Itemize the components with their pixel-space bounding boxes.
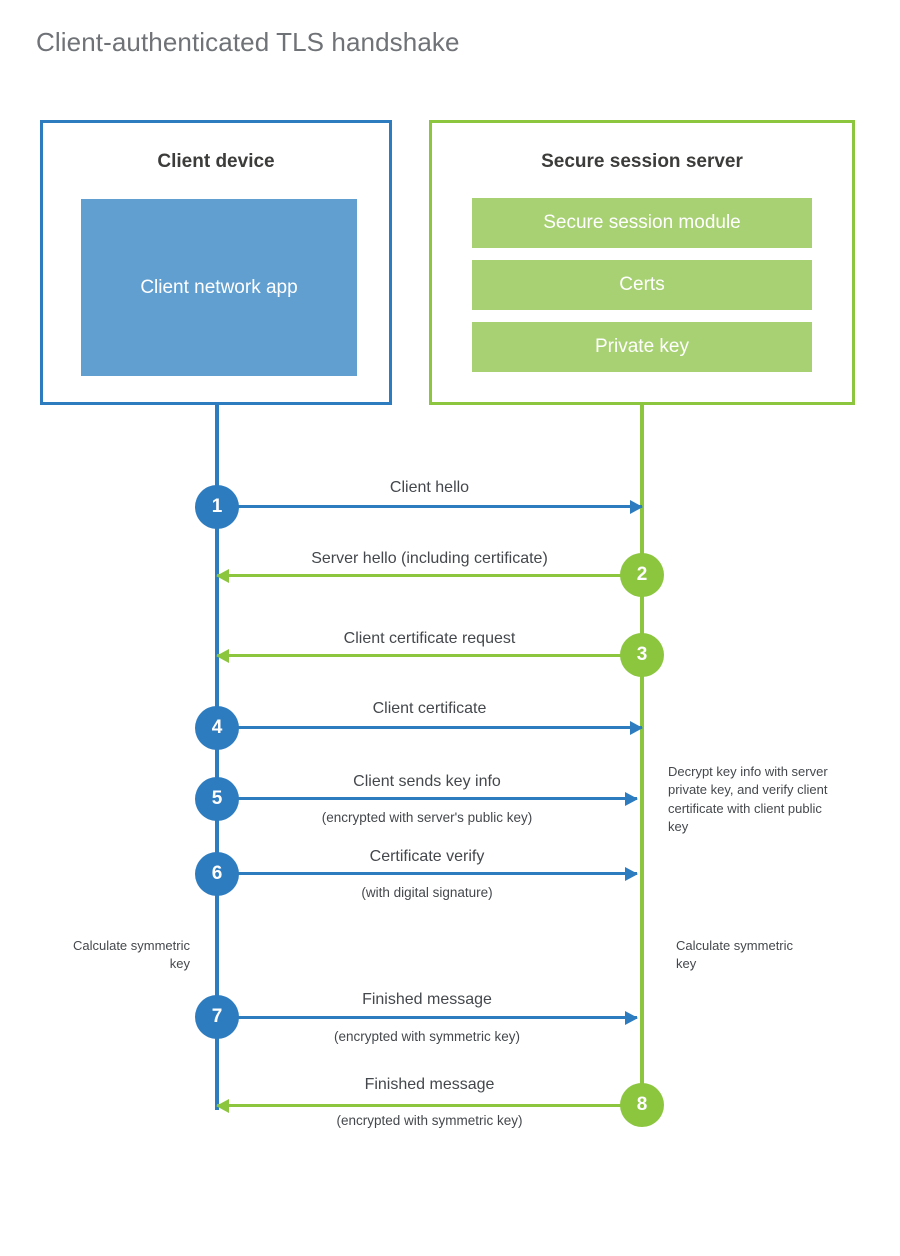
client-device-title: Client device [157,151,275,172]
step-1-label: Client hello [389,479,470,496]
arrowhead-icon [630,499,643,514]
step-4-circle: 4 [195,706,239,750]
step-4-arrow [217,720,643,735]
step-8-sublabel: (encrypted with symmetric key) [336,1113,523,1128]
step-3-arrow [216,648,642,663]
server-calculate-symmetric-key-note: Calculate symmetric key [676,938,794,972]
step-7-label: Finished message [362,991,492,1008]
step-8-label: Finished message [364,1076,495,1093]
arrowhead-icon [625,866,638,881]
step-6-circle: 6 [195,852,239,896]
step-6-label: Certificate verify [369,848,485,865]
step-6-sublabel: (with digital signature) [361,885,493,900]
step-2-arrow [216,568,642,583]
step-8-arrow [216,1098,642,1113]
step-8-circle: 8 [620,1083,664,1127]
server-component-secure-session-module: Secure session module [472,198,812,248]
server-lifeline [640,404,644,1107]
step-2-circle: 2 [620,553,664,597]
step-5-arrow [217,791,638,806]
step-5-label: Client sends key info [353,773,501,790]
server-decrypt-note: Decrypt key info with server private key… [668,764,828,835]
step-7-sublabel: (encrypted with symmetric key) [333,1029,521,1044]
step-4-label: Client certificate [372,700,487,717]
step-5-circle: 5 [195,777,239,821]
page-title: Client-authenticated TLS handshake [36,27,460,57]
client-lifeline [215,404,219,1110]
step-5-sublabel: (encrypted with server's public key) [321,810,533,825]
arrowhead-icon [216,1098,229,1113]
client-network-app-block: Client network app [81,199,357,376]
step-1-circle: 1 [195,485,239,529]
client-device-box: Client device Client network app [40,120,392,405]
step-1-arrow [217,499,643,514]
step-7-arrow [217,1010,638,1025]
step-3-circle: 3 [620,633,664,677]
step-6-arrow [217,866,638,881]
arrowhead-icon [630,720,643,735]
server-components-list: Secure session module Certs Private key [472,198,812,372]
arrowhead-icon [625,791,638,806]
arrowhead-icon [216,648,229,663]
client-calculate-symmetric-key-note: Calculate symmetric key [72,938,190,972]
arrowhead-icon [625,1010,638,1025]
arrowhead-icon [216,568,229,583]
secure-session-server-title: Secure session server [541,151,743,172]
step-3-label: Client certificate request [343,630,516,647]
step-2-label: Server hello (including certificate) [311,550,548,567]
secure-session-server-box: Secure session server Secure session mod… [429,120,855,405]
server-component-private-key: Private key [472,322,812,372]
server-component-certs: Certs [472,260,812,310]
step-7-circle: 7 [195,995,239,1039]
